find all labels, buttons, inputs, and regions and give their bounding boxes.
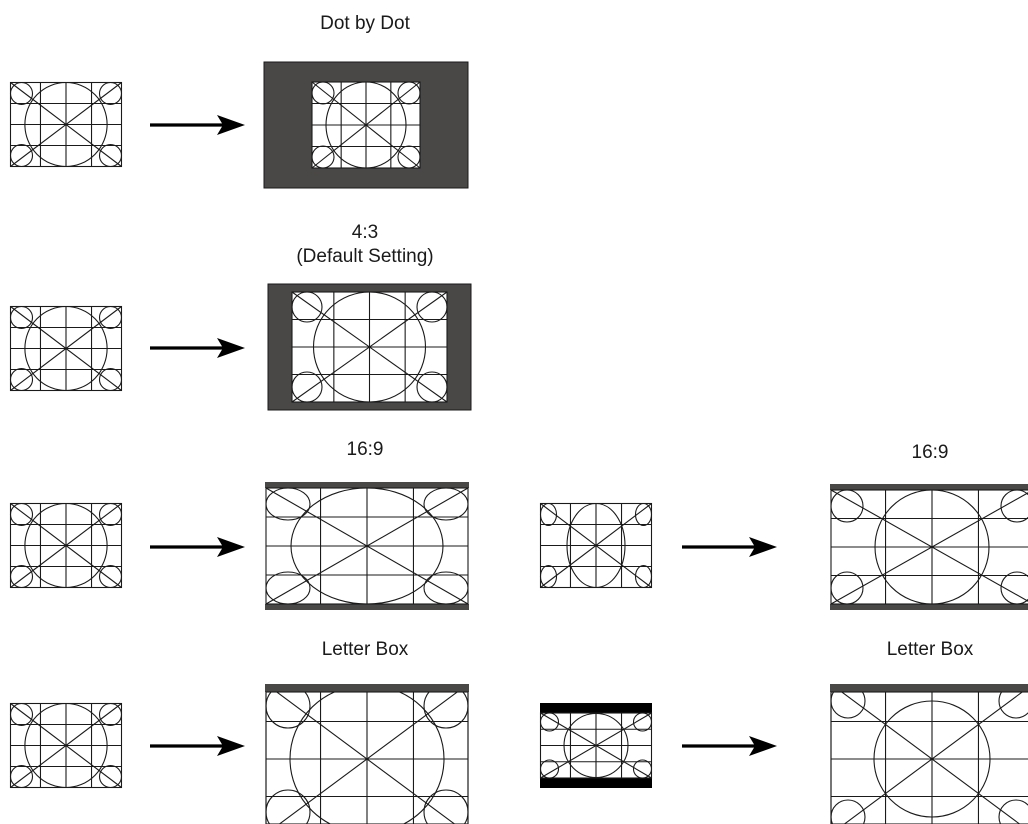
test-pattern	[539, 712, 653, 779]
test-pattern	[830, 489, 1028, 605]
letter-box-output	[265, 684, 469, 824]
black-bar-top	[540, 703, 652, 713]
source-pattern	[9, 702, 123, 789]
arrow-icon	[150, 736, 245, 756]
test-pattern	[265, 692, 469, 824]
dark-bar-top	[265, 684, 469, 692]
test-pattern	[265, 487, 469, 605]
arrow-head	[749, 736, 777, 756]
test-pattern	[830, 692, 1028, 824]
dark-bar-top	[830, 484, 1028, 490]
test-pattern	[291, 291, 448, 403]
sixteen-nine-squeezed-output	[830, 484, 1028, 610]
label-16-9-right: 16:9	[911, 442, 949, 463]
black-bar-bottom	[540, 778, 652, 788]
source-pattern	[9, 305, 123, 392]
test-pattern	[539, 502, 653, 589]
sixteen-nine-output	[265, 482, 469, 610]
dark-bar-top	[830, 684, 1028, 692]
test-pattern	[311, 81, 421, 169]
label-letter-box-left: Letter Box	[321, 639, 409, 660]
dark-bar-bottom	[830, 604, 1028, 610]
letter-box-squeezed-output	[830, 684, 1028, 824]
arrow-icon	[150, 537, 245, 557]
arrow-head	[217, 115, 245, 135]
label-4-3: 4:3 (Default Setting)	[296, 222, 434, 267]
label-dot-by-dot: Dot by Dot	[320, 13, 410, 34]
arrow-icon	[150, 338, 245, 358]
four-three-output	[267, 283, 472, 411]
letterboxed-source-pattern	[539, 703, 653, 788]
arrow-head	[217, 537, 245, 557]
test-pattern	[9, 81, 123, 168]
source-pattern	[9, 502, 123, 589]
squeezed-source-pattern	[539, 502, 653, 589]
test-pattern	[9, 702, 123, 789]
arrow-head	[217, 338, 245, 358]
arrow-icon	[150, 115, 245, 135]
label-letter-box-right: Letter Box	[886, 639, 974, 660]
dark-bar-bottom	[265, 604, 469, 610]
label-16-9-left: 16:9	[346, 439, 384, 460]
arrow-icon	[682, 736, 777, 756]
dot-by-dot-output	[263, 61, 469, 189]
arrow-head	[217, 736, 245, 756]
dark-bar-top	[265, 482, 469, 488]
arrow-head	[749, 537, 777, 557]
test-pattern	[9, 305, 123, 392]
test-pattern	[9, 502, 123, 589]
source-pattern	[9, 81, 123, 168]
arrow-icon	[682, 537, 777, 557]
